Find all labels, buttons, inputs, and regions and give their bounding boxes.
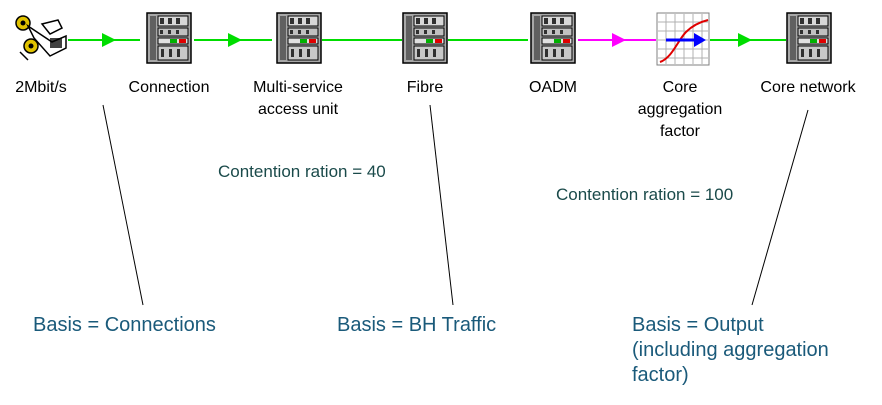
basis-output: Basis = Output (including aggregation fa…	[632, 314, 829, 386]
node-label-caf: Core aggregation factor	[637, 79, 723, 140]
telephone-handset-icon	[15, 15, 67, 61]
node-label-connection: Connection	[128, 79, 210, 96]
basis-bh-traffic: Basis = BH Traffic	[337, 314, 497, 336]
arrow-head	[738, 33, 752, 47]
link-layer	[68, 33, 786, 47]
server-rack-icon	[276, 12, 322, 64]
server-rack-icon	[786, 12, 832, 64]
contention-ratio-msau: Contention ration = 40	[218, 162, 386, 181]
server-rack-icon	[530, 12, 576, 64]
contention-ratio-oadm: Contention ration = 100	[556, 185, 734, 204]
aggregation-chart-icon	[656, 12, 710, 66]
node-label-source: 2Mbit/s	[15, 79, 67, 96]
node-label-oadm: OADM	[529, 79, 577, 96]
server-rack-icon	[402, 12, 448, 64]
leader-line-bh-traffic	[429, 104, 454, 306]
leader-line-output	[751, 109, 809, 306]
arrow-head	[612, 33, 626, 47]
basis-connections: Basis = Connections	[33, 314, 216, 336]
node-label-fibre: Fibre	[406, 79, 444, 96]
node-label-core: Core network	[760, 79, 856, 96]
arrow-head	[102, 33, 116, 47]
arrow-head	[228, 33, 242, 47]
leader-lines	[102, 104, 809, 306]
leader-line-connections	[102, 104, 144, 306]
server-rack-icon	[146, 12, 192, 64]
node-label-msau: Multi-service access unit	[253, 79, 343, 118]
